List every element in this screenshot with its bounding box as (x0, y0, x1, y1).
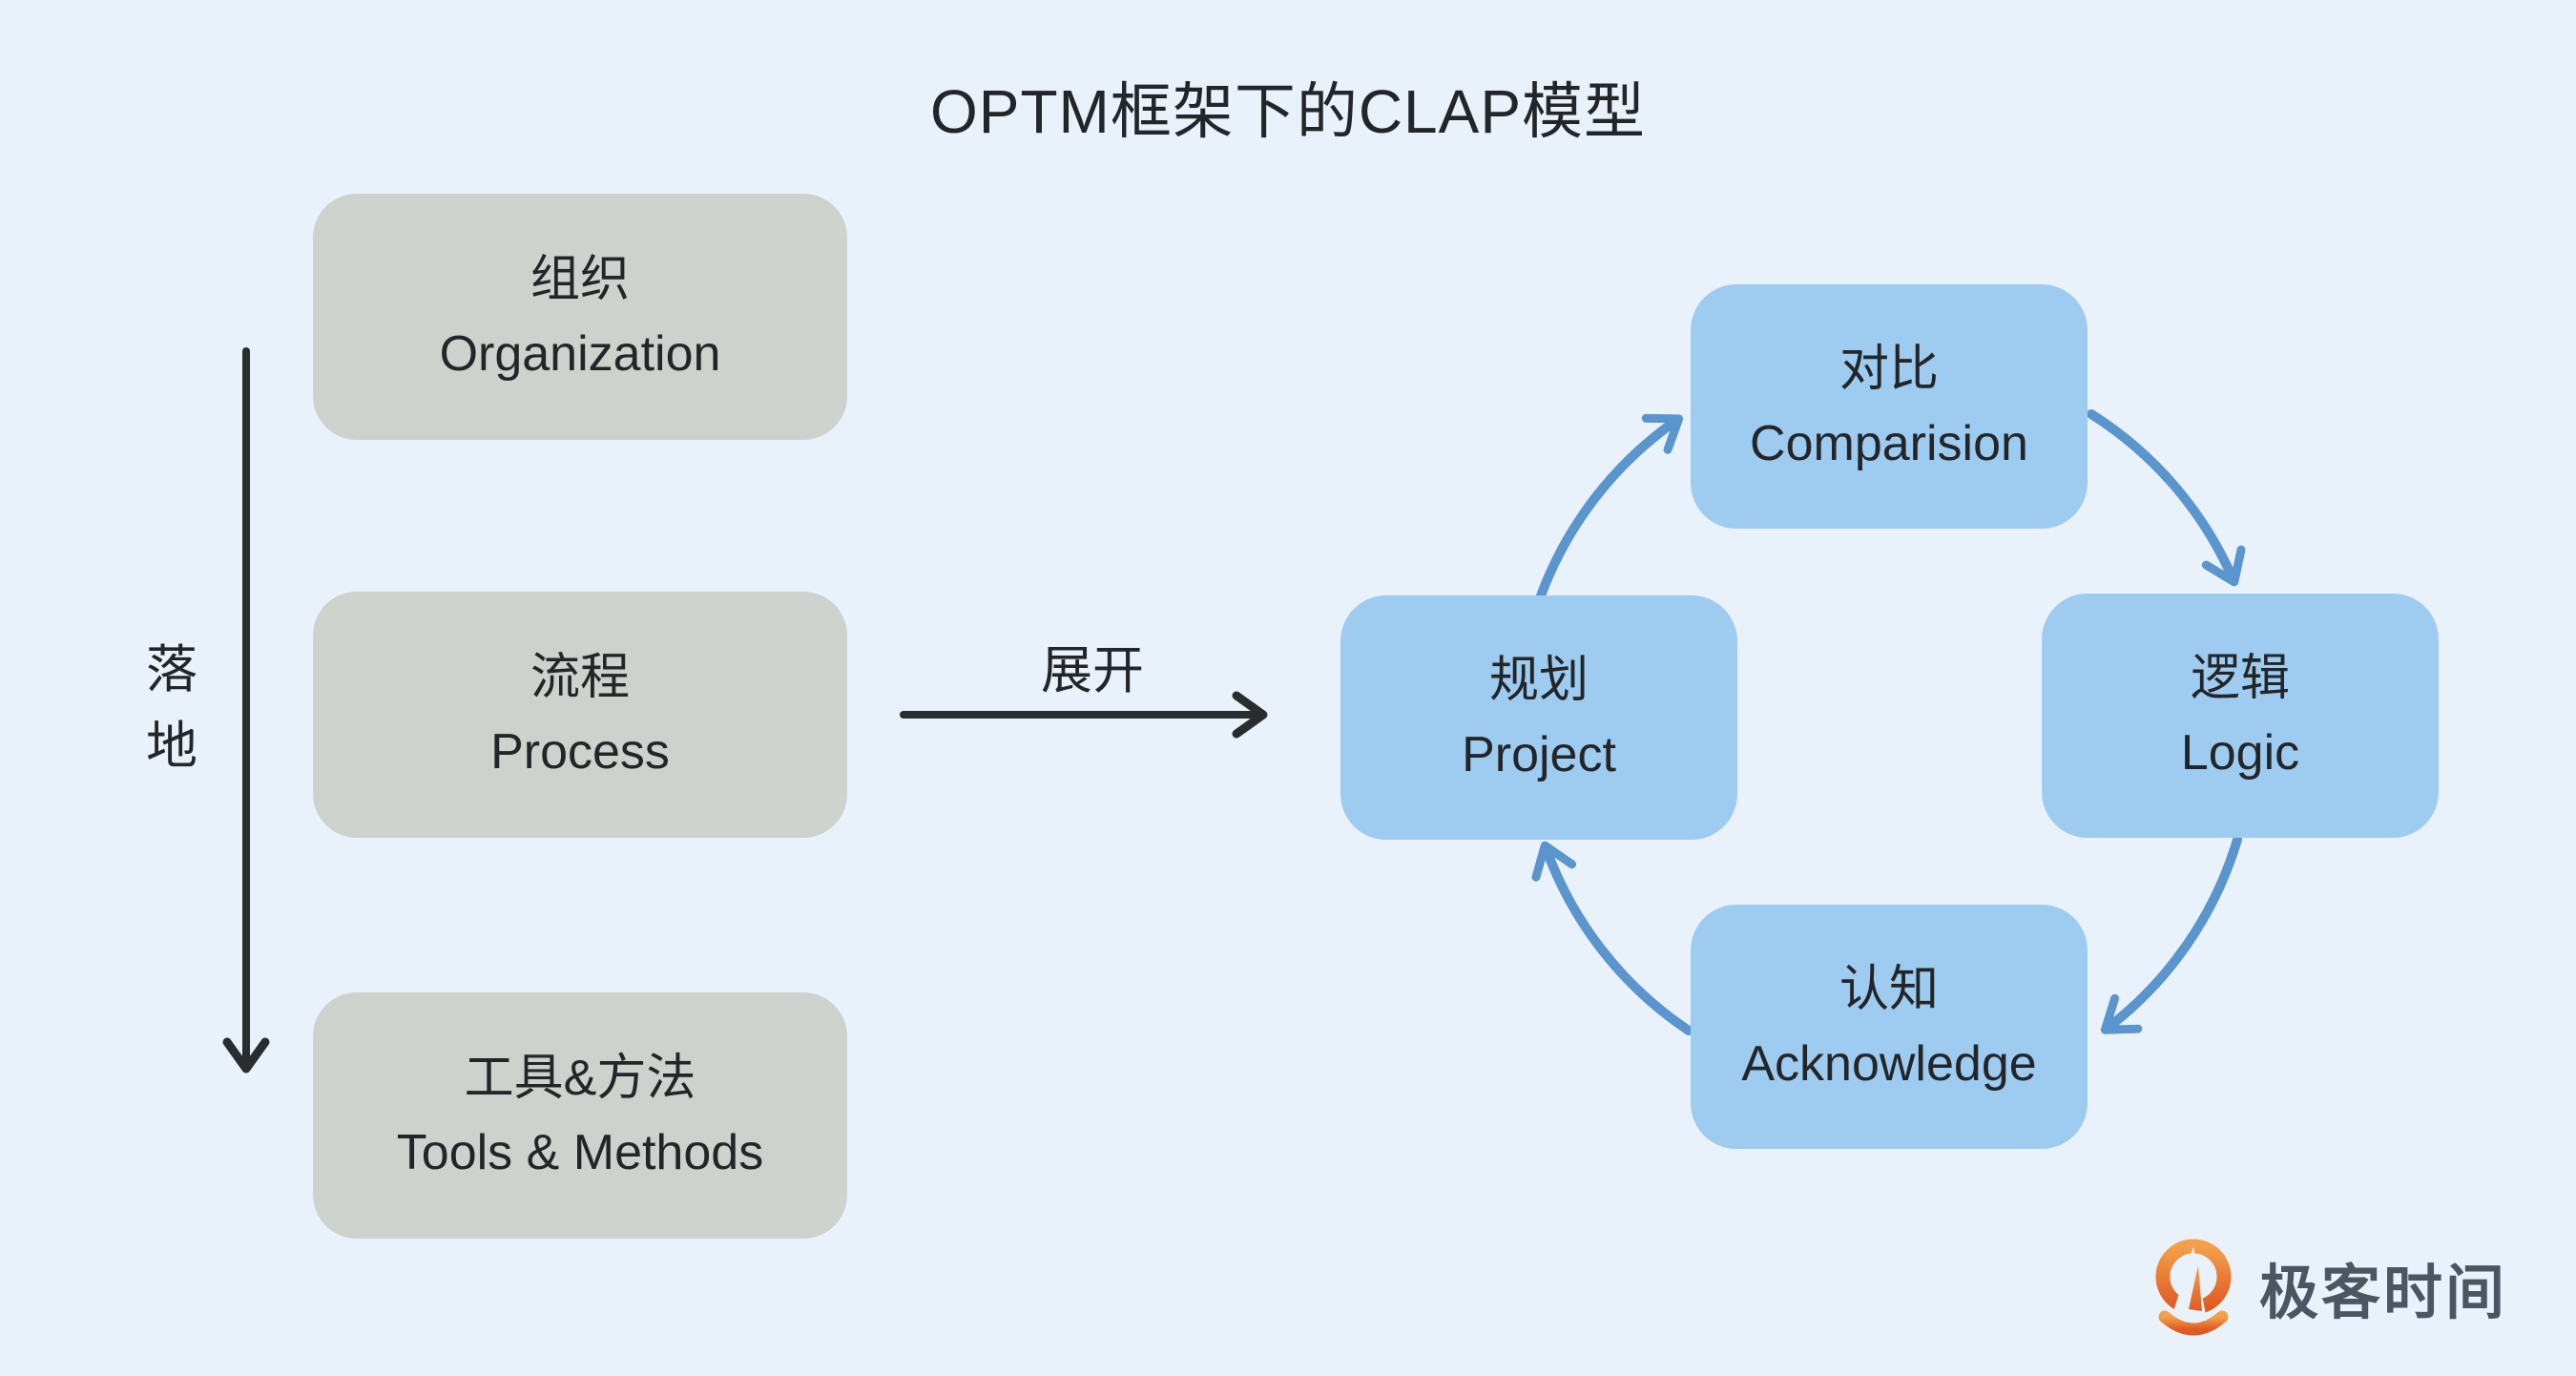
box-organization: 组织 Organization (313, 194, 847, 440)
box-project: 规划 Project (1340, 595, 1737, 840)
box-project-label-en: Project (1462, 727, 1616, 782)
box-process: 流程 Process (313, 592, 847, 838)
expand-label: 展开 (1041, 642, 1144, 699)
landing-label: 落地 (146, 641, 197, 775)
box-comparison: 对比 Comparision (1691, 284, 2088, 529)
cycle-arc-logic-to-acknowledge (2100, 835, 2242, 1034)
brand-name: 极客时间 (2259, 1261, 2508, 1326)
box-acknowledge-label-zh: 认知 (1839, 962, 1939, 1017)
box-acknowledge-label-en: Acknowledge (1741, 1036, 2037, 1092)
box-organization-label-en: Organization (439, 326, 721, 382)
geektime-pin-icon (2155, 1239, 2232, 1336)
box-comparison-label-zh: 对比 (1839, 342, 1939, 397)
cycle-arc-project-to-comparison (1534, 413, 1684, 606)
box-tools-methods-label-en: Tools & Methods (396, 1125, 764, 1180)
brand-logo: 极客时间 (2143, 1233, 2507, 1342)
box-process-label-en: Process (490, 724, 670, 780)
box-tools-methods: 工具&方法 Tools & Methods (313, 992, 847, 1239)
box-logic-label-en: Logic (2180, 725, 2300, 781)
box-process-label-zh: 流程 (530, 650, 630, 705)
box-project-label-zh: 规划 (1488, 653, 1589, 708)
box-logic-label-zh: 逻辑 (2190, 651, 2290, 706)
box-tools-methods-label-zh: 工具&方法 (464, 1051, 696, 1106)
box-organization-label-zh: 组织 (530, 252, 630, 307)
box-acknowledge: 认知 Acknowledge (1691, 905, 2088, 1149)
cycle-arc-acknowledge-to-project (1531, 841, 1693, 1035)
box-logic: 逻辑 Logic (2042, 594, 2439, 838)
page-title: OPTM框架下的CLAP模型 (929, 77, 1647, 146)
box-comparison-label-en: Comparision (1750, 416, 2028, 471)
cycle-arc-comparison-to-logic (2087, 409, 2246, 587)
